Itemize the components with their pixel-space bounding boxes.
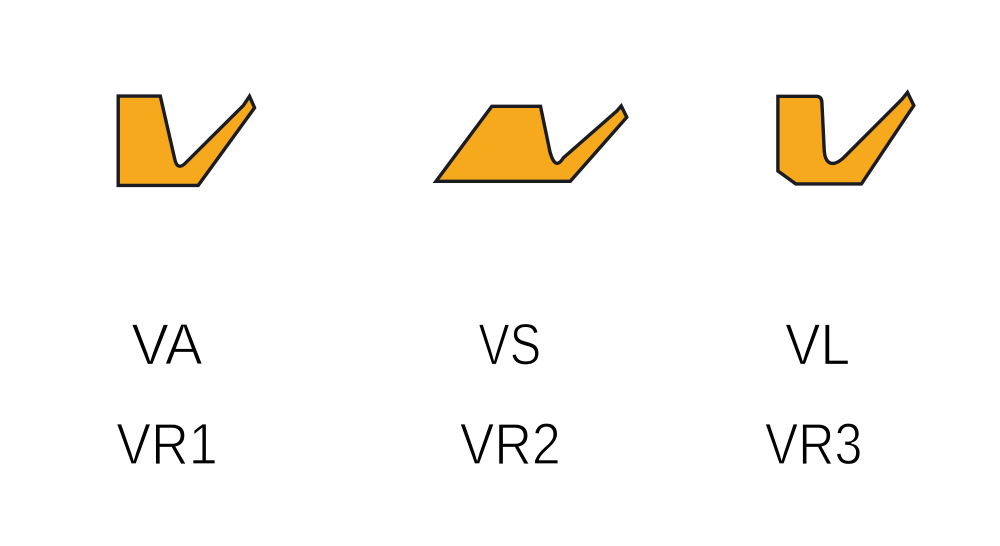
svg-text:VR3: VR3 bbox=[765, 412, 862, 477]
svg-text:VR2: VR2 bbox=[460, 412, 561, 477]
svg-text:VR1: VR1 bbox=[116, 412, 217, 477]
svg-text:VS: VS bbox=[478, 312, 541, 377]
svg-text:VA: VA bbox=[131, 312, 203, 377]
svg-text:VL: VL bbox=[785, 312, 850, 377]
